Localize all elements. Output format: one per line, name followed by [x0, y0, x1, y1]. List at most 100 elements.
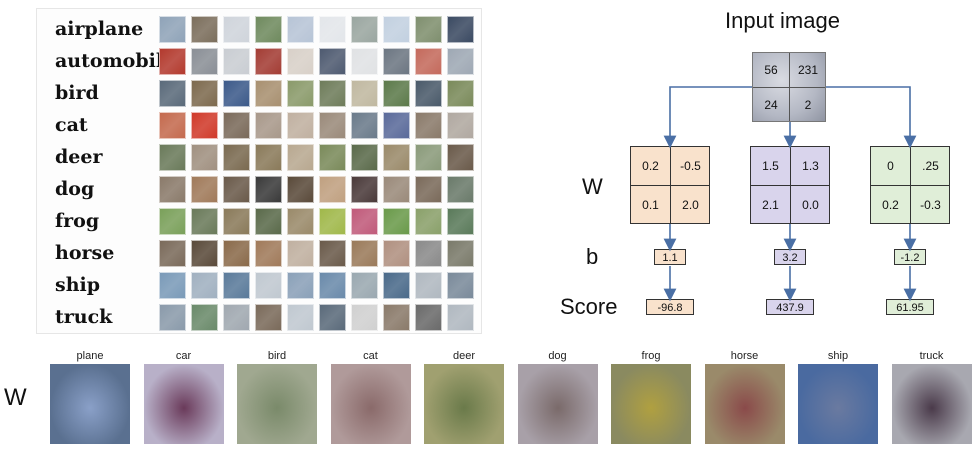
- sample-image-thumbnail: [447, 176, 474, 203]
- weight-value: 0.2: [642, 159, 659, 173]
- sample-image-thumbnail: [287, 272, 314, 299]
- class-label: automobile: [55, 50, 176, 72]
- learned-weight-template: [330, 364, 411, 444]
- learned-weight-template: [704, 364, 785, 444]
- weight-value: -0.3: [920, 198, 941, 212]
- sample-image-thumbnail: [287, 208, 314, 235]
- sample-image-thumbnail: [255, 304, 282, 331]
- template-label: bird: [267, 350, 287, 362]
- sample-image-thumbnail: [255, 176, 282, 203]
- score-label: Score: [560, 294, 618, 319]
- weight-value: 0.2: [882, 198, 899, 212]
- input-image-title: Input image: [725, 8, 840, 33]
- sample-image-thumbnail: [415, 80, 442, 107]
- arrow-to-class-1: [663, 86, 752, 149]
- template-label: dog: [548, 350, 567, 362]
- sample-image-thumbnail: [287, 176, 314, 203]
- sample-image-thumbnail: [383, 112, 410, 139]
- sample-image-thumbnail: [415, 304, 442, 331]
- sample-image-thumbnail: [351, 272, 378, 299]
- sample-image-thumbnail: [351, 208, 378, 235]
- sample-image-thumbnail: [351, 176, 378, 203]
- sample-image-thumbnail: [255, 16, 282, 43]
- sample-image-thumbnail: [191, 208, 218, 235]
- weight-value: -0.5: [680, 159, 701, 173]
- learned-weight-template: [237, 364, 317, 444]
- weights-label: W: [582, 174, 603, 199]
- sample-image-thumbnail: [223, 80, 250, 107]
- weight-value: 2.1: [762, 198, 779, 212]
- sample-image-thumbnail: [159, 144, 186, 171]
- class-label: horse: [55, 242, 115, 264]
- sample-image-thumbnail: [287, 144, 314, 171]
- weight-value: .25: [922, 159, 939, 173]
- sample-image-thumbnail: [447, 144, 474, 171]
- sample-image-thumbnail: [159, 112, 186, 139]
- bias-label: b: [586, 244, 599, 269]
- sample-image-thumbnail: [447, 16, 474, 43]
- arrow-to-class-3: [826, 86, 917, 149]
- weight-value: 1.5: [762, 159, 779, 173]
- flow-arrows: [663, 86, 917, 302]
- sample-image-thumbnail: [447, 304, 474, 331]
- sample-image-thumbnail: [319, 80, 346, 107]
- class-label: ship: [55, 274, 101, 296]
- sample-image-thumbnail: [191, 176, 218, 203]
- sample-image-thumbnail: [415, 144, 442, 171]
- templates-weights-label: W: [4, 384, 27, 411]
- sample-image-thumbnail: [351, 48, 378, 75]
- input-image: 56 231 24 2: [752, 52, 826, 122]
- weight-value: 0.0: [802, 198, 819, 212]
- sample-image-thumbnail: [223, 144, 250, 171]
- sample-image-thumbnail: [191, 16, 218, 43]
- class-label: frog: [55, 210, 100, 232]
- learned-weight-template: [517, 364, 598, 444]
- sample-image-thumbnail: [383, 48, 410, 75]
- sample-image-thumbnail: [159, 80, 186, 107]
- sample-image-thumbnail: [383, 144, 410, 171]
- sample-image-thumbnail: [383, 16, 410, 43]
- sample-image-thumbnail: [287, 16, 314, 43]
- sample-image-thumbnail: [223, 112, 250, 139]
- class-label: bird: [55, 82, 99, 104]
- template-label: ship: [827, 350, 849, 362]
- sample-image-thumbnail: [255, 208, 282, 235]
- input-pixel: 56: [764, 63, 778, 77]
- sample-image-thumbnail: [223, 48, 250, 75]
- sample-image-thumbnail: [447, 48, 474, 75]
- sample-image-thumbnail: [383, 304, 410, 331]
- weight-value: 0: [887, 159, 894, 173]
- sample-image-thumbnail: [383, 80, 410, 107]
- sample-image-thumbnail: [383, 176, 410, 203]
- learned-weight-template: [143, 364, 224, 444]
- learned-weight-template: [424, 364, 504, 444]
- sample-image-thumbnail: [319, 272, 346, 299]
- sample-image-thumbnail: [191, 112, 218, 139]
- template-label: frog: [641, 350, 661, 362]
- weight-value: 1.3: [802, 159, 819, 173]
- sample-image-thumbnail: [319, 144, 346, 171]
- template-label: car: [175, 350, 192, 362]
- sample-image-thumbnail: [319, 176, 346, 203]
- sample-image-thumbnail: [159, 16, 186, 43]
- class-label: dog: [55, 178, 95, 200]
- sample-image-thumbnail: [255, 112, 282, 139]
- sample-image-thumbnail: [287, 48, 314, 75]
- sample-image-thumbnail: [159, 48, 186, 75]
- sample-image-thumbnail: [319, 304, 346, 331]
- sample-image-thumbnail: [319, 240, 346, 267]
- template-label: horse: [730, 350, 759, 362]
- sample-image-thumbnail: [415, 240, 442, 267]
- sample-image-thumbnail: [191, 304, 218, 331]
- sample-image-thumbnail: [447, 272, 474, 299]
- sample-image-thumbnail: [383, 240, 410, 267]
- sample-image-thumbnail: [223, 240, 250, 267]
- sample-image-thumbnail: [287, 112, 314, 139]
- sample-image-thumbnail: [319, 16, 346, 43]
- sample-image-thumbnail: [159, 176, 186, 203]
- sample-image-thumbnail: [447, 112, 474, 139]
- sample-image-thumbnail: [319, 208, 346, 235]
- sample-image-thumbnail: [159, 272, 186, 299]
